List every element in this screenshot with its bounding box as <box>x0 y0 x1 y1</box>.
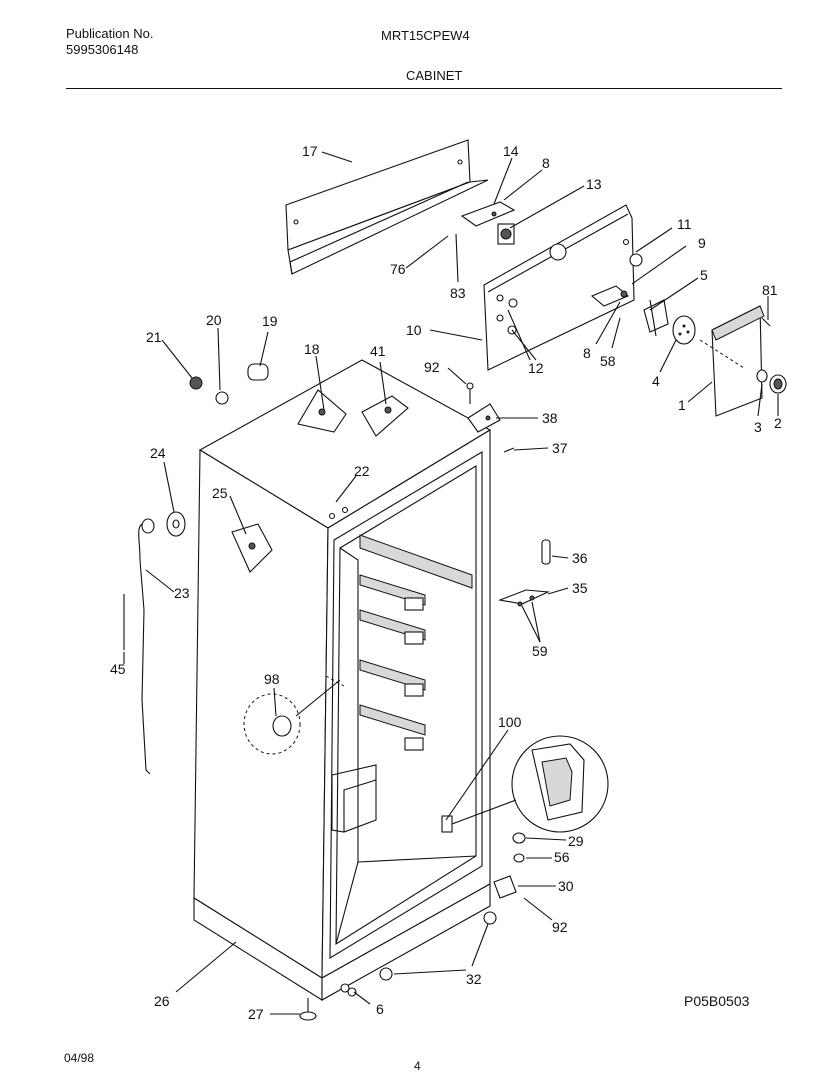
revision-date: 04/98 <box>64 1051 94 1065</box>
callout-8: 8 <box>542 155 550 171</box>
callout-76: 76 <box>390 261 406 277</box>
header-rule <box>66 88 782 89</box>
callout-20: 20 <box>206 312 222 328</box>
shelf-bracket <box>404 597 424 751</box>
section-title: CABINET <box>406 68 463 83</box>
callout-92b: 92 <box>552 919 568 935</box>
hinge-hardware <box>466 382 515 453</box>
callout-9: 9 <box>698 235 706 251</box>
cabinet-body <box>193 359 492 1001</box>
door-stop-rod <box>123 511 186 775</box>
callout-45: 45 <box>110 661 126 677</box>
callout-25: 25 <box>212 485 228 501</box>
publication-label: Publication No. <box>66 26 154 41</box>
callout-27: 27 <box>248 1006 264 1022</box>
callout-6: 6 <box>376 1001 384 1017</box>
callout-35: 35 <box>572 580 588 596</box>
callout-1: 1 <box>678 397 686 413</box>
callout-36: 36 <box>572 550 588 566</box>
callout-37: 37 <box>552 440 568 456</box>
callout-4: 4 <box>652 373 660 389</box>
callout-23: 23 <box>174 585 190 601</box>
callout-100: 100 <box>498 714 522 730</box>
callout-32: 32 <box>466 971 482 987</box>
callout-13: 13 <box>586 176 602 192</box>
control-panel <box>483 204 643 371</box>
leveling-leg <box>299 998 317 1021</box>
control-knob <box>672 315 696 345</box>
callout-30: 30 <box>558 878 574 894</box>
callout-10: 10 <box>406 322 422 338</box>
callout-labels: 17 14 8 13 11 9 5 81 76 83 10 12 8 58 4 … <box>110 143 782 1022</box>
callout-92: 92 <box>424 359 440 375</box>
handle-cap <box>756 369 787 394</box>
plug-buttons <box>189 363 269 405</box>
callout-18: 18 <box>304 341 320 357</box>
leveling-screw <box>340 983 357 997</box>
callout-2: 2 <box>774 415 782 431</box>
door-stop <box>497 539 551 607</box>
screw <box>761 317 771 327</box>
callout-22: 22 <box>354 463 370 479</box>
diagram-code: P05B0503 <box>684 993 750 1009</box>
leader-lines <box>123 151 779 1015</box>
callout-81: 81 <box>762 282 778 298</box>
callout-24: 24 <box>150 445 166 461</box>
shelf-rail <box>359 534 473 736</box>
callout-21: 21 <box>146 329 162 345</box>
top-trim-panel <box>285 139 489 275</box>
callout-38: 38 <box>542 410 558 426</box>
callout-26: 26 <box>154 993 170 1009</box>
page-number: 4 <box>414 1059 421 1073</box>
bottom-hinge-hardware <box>379 832 526 981</box>
callout-8b: 8 <box>583 345 591 361</box>
top-hinge <box>297 389 409 437</box>
switch-assembly <box>590 285 669 337</box>
callout-17: 17 <box>302 143 318 159</box>
callout-59: 59 <box>532 643 548 659</box>
callout-29: 29 <box>568 833 584 849</box>
callout-14: 14 <box>503 143 519 159</box>
callout-11: 11 <box>677 216 692 232</box>
thermostat-bracket <box>460 201 516 245</box>
callout-5: 5 <box>700 267 708 283</box>
callout-58: 58 <box>600 353 616 369</box>
callout-56: 56 <box>554 849 570 865</box>
model-number: MRT15CPEW4 <box>381 28 470 43</box>
callout-41: 41 <box>370 343 386 359</box>
latch-inset <box>441 735 609 833</box>
callout-3: 3 <box>754 419 762 435</box>
door-handle <box>699 305 765 417</box>
publication-number: 5995306148 <box>66 42 139 57</box>
callout-98: 98 <box>264 671 280 687</box>
drain-plug <box>243 693 301 755</box>
callout-12: 12 <box>528 360 544 376</box>
callout-83: 83 <box>450 285 466 301</box>
callout-19: 19 <box>262 313 278 329</box>
wiring-plate <box>231 523 273 573</box>
